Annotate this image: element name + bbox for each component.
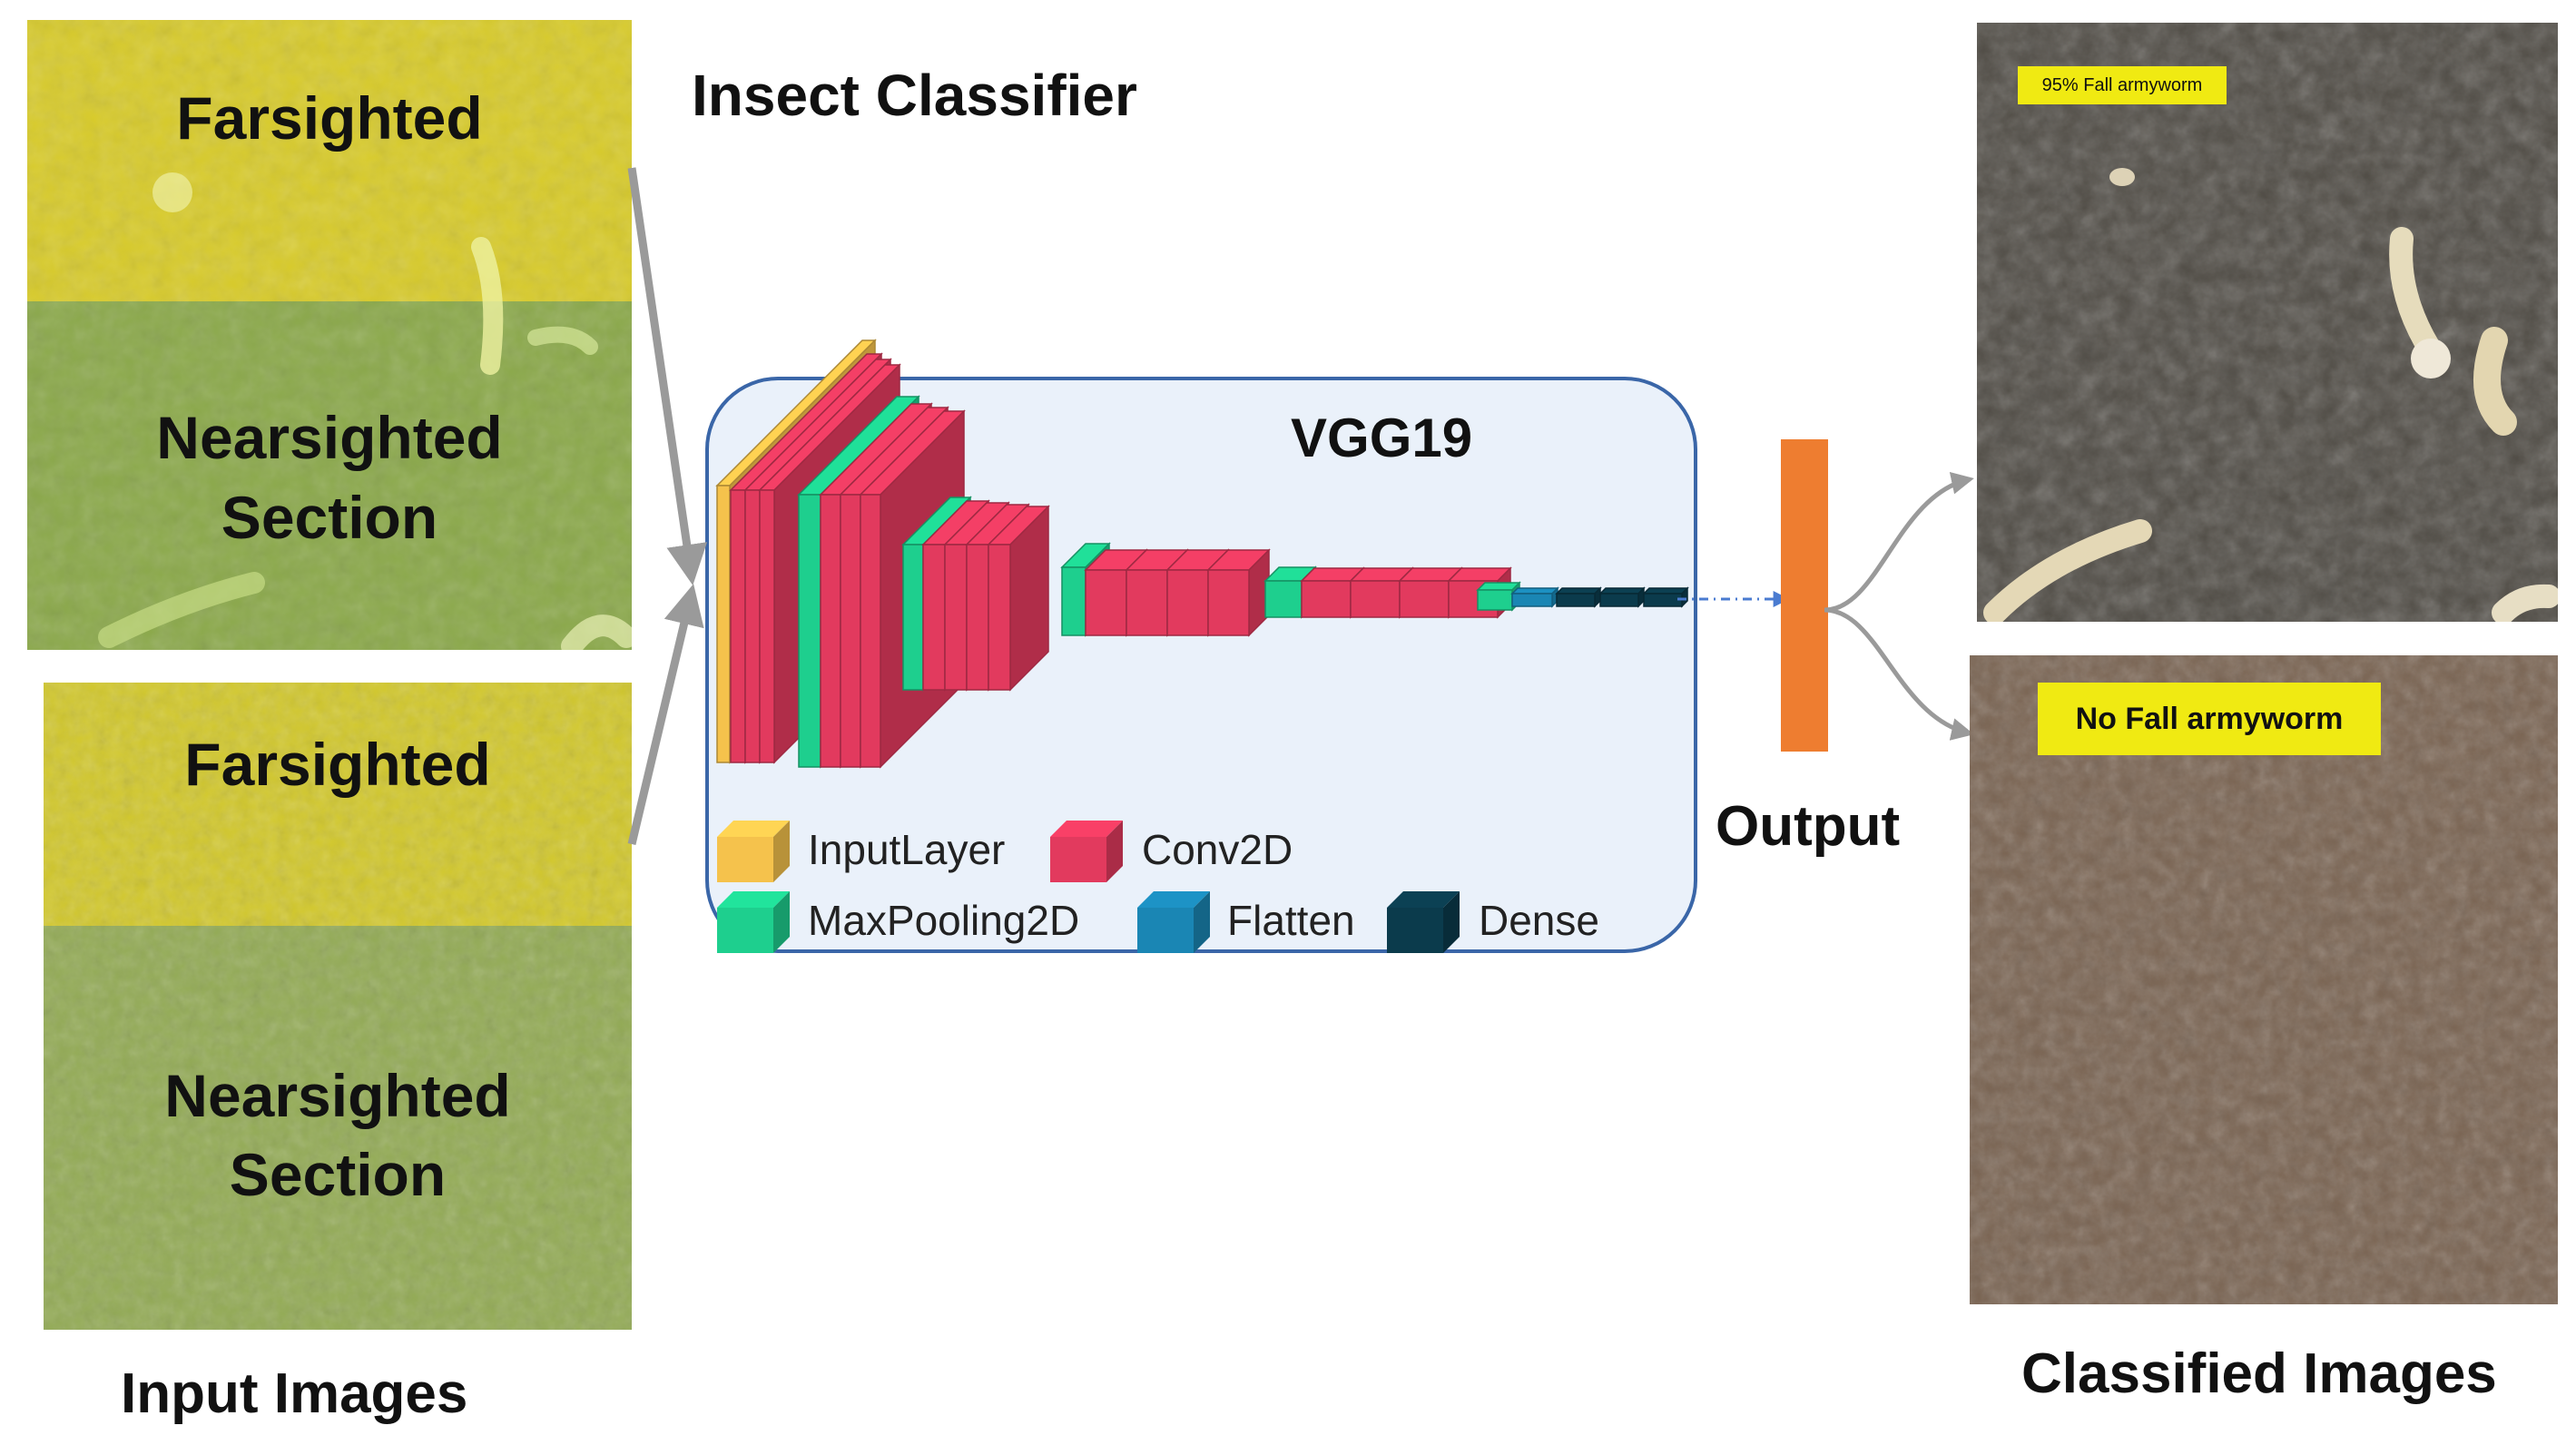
farsighted-label: Farsighted — [184, 731, 491, 798]
nearsighted-label: Nearsighted — [164, 1062, 511, 1129]
input-arrow-1 — [627, 167, 708, 585]
nearsighted-label: Nearsighted — [156, 404, 503, 471]
legend-label-dense: Dense — [1479, 897, 1599, 944]
classified-image-2: No Fall armyworm — [1970, 655, 2558, 1304]
classification-tag-2: No Fall armyworm — [2038, 683, 2381, 755]
section-label: Section — [221, 484, 438, 551]
model-name: VGG19 — [1291, 408, 1473, 468]
input-arrow-2 — [627, 584, 704, 846]
legend-label-maxpooling2d: MaxPooling2D — [808, 897, 1080, 944]
input-image-1: Farsighted Nearsighted Section — [27, 20, 632, 650]
legend-swatch-flatten — [1137, 891, 1210, 953]
legend-label-inputlayer: InputLayer — [808, 826, 1006, 873]
diagram-title: Insect Classifier — [692, 63, 1137, 128]
farsighted-label: Farsighted — [176, 84, 483, 152]
output-bar — [1781, 439, 1828, 752]
classified-image-1: 95% Fall armyworm — [1977, 23, 2558, 622]
vgg19-layers — [715, 339, 1689, 769]
input-image-2: Farsighted Nearsighted Section — [44, 683, 632, 1330]
layer-conv2d-17 — [1206, 548, 1271, 637]
layer-flatten-24 — [1510, 586, 1559, 608]
legend-label-conv2d: Conv2D — [1142, 826, 1293, 873]
layer-dense-27 — [1642, 586, 1689, 608]
legend-swatches — [717, 821, 1460, 953]
legend-swatch-conv2d — [1050, 821, 1123, 882]
legend-swatch-inputlayer — [717, 821, 790, 882]
output-curve-1 — [1824, 471, 1974, 613]
input-images-caption: Input Images — [121, 1362, 468, 1425]
classified-images-caption: Classified Images — [2021, 1342, 2497, 1405]
legend-label-flatten: Flatten — [1227, 897, 1355, 944]
layer-dense-26 — [1598, 586, 1646, 608]
layer-conv2d-12 — [987, 505, 1050, 692]
output-label: Output — [1716, 795, 1901, 858]
legend-swatch-maxpooling2d — [717, 891, 790, 953]
classification-tag-1: 95% Fall armyworm — [2018, 66, 2227, 104]
section-label: Section — [229, 1141, 447, 1208]
output-curve-2 — [1824, 607, 1974, 741]
legend-swatch-dense — [1387, 891, 1460, 953]
layer-dense-25 — [1555, 586, 1602, 608]
